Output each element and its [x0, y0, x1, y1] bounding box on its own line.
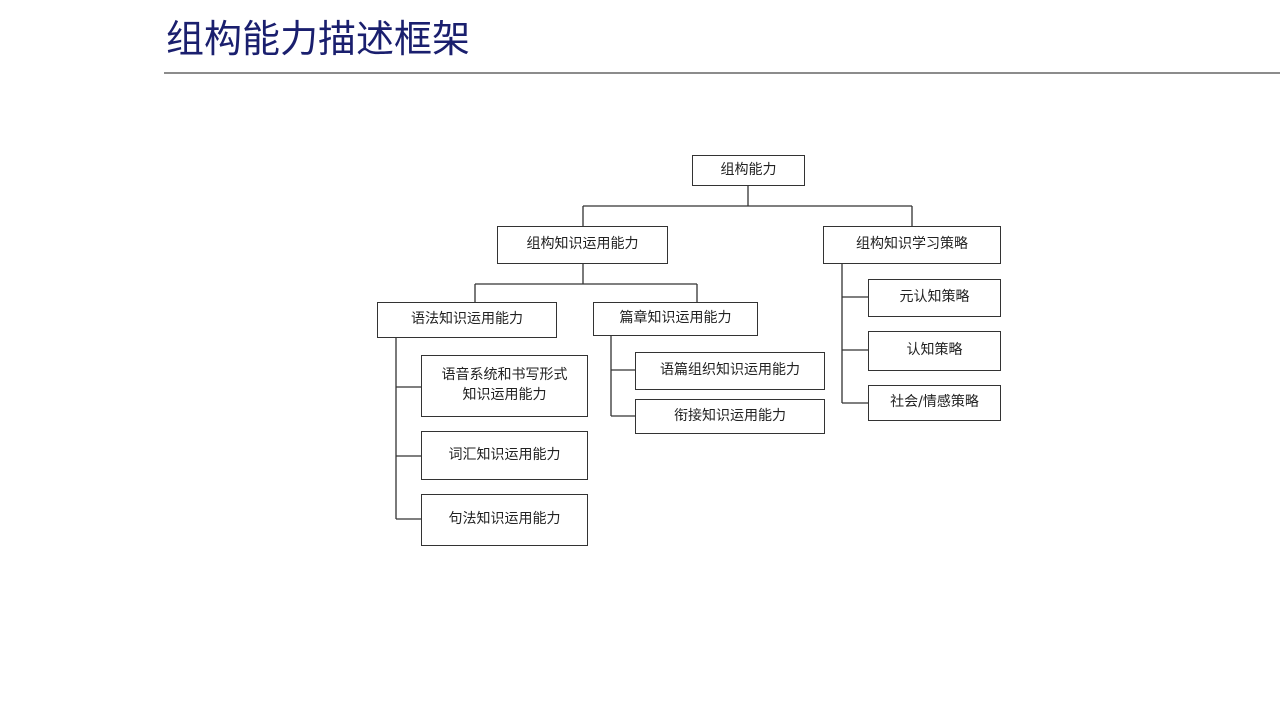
page-title: 组构能力描述框架: [166, 17, 471, 61]
node-root: 组构能力: [692, 155, 805, 186]
node-cohesion: 衔接知识运用能力: [635, 399, 825, 434]
connector-discourse: [610, 336, 635, 417]
title-divider: [164, 72, 1280, 74]
node-knowledge-use: 组构知识运用能力: [497, 226, 668, 264]
node-phonology-writing: 语音系统和书写形式 知识运用能力: [421, 355, 588, 417]
node-discourse-organization: 语篇组织知识运用能力: [635, 352, 825, 390]
node-grammar: 语法知识运用能力: [377, 302, 557, 338]
node-social-affective: 社会/情感策略: [868, 385, 1001, 421]
node-metacognitive: 元认知策略: [868, 279, 1001, 317]
connector-root: [582, 186, 913, 226]
connector-use: [474, 264, 698, 302]
node-discourse: 篇章知识运用能力: [593, 302, 758, 336]
node-syntax: 句法知识运用能力: [421, 494, 588, 546]
connector-strategy: [841, 264, 868, 404]
connector-grammar: [395, 338, 421, 520]
node-cognitive: 认知策略: [868, 331, 1001, 371]
node-vocabulary: 词汇知识运用能力: [421, 431, 588, 480]
node-learning-strategy: 组构知识学习策略: [823, 226, 1001, 264]
